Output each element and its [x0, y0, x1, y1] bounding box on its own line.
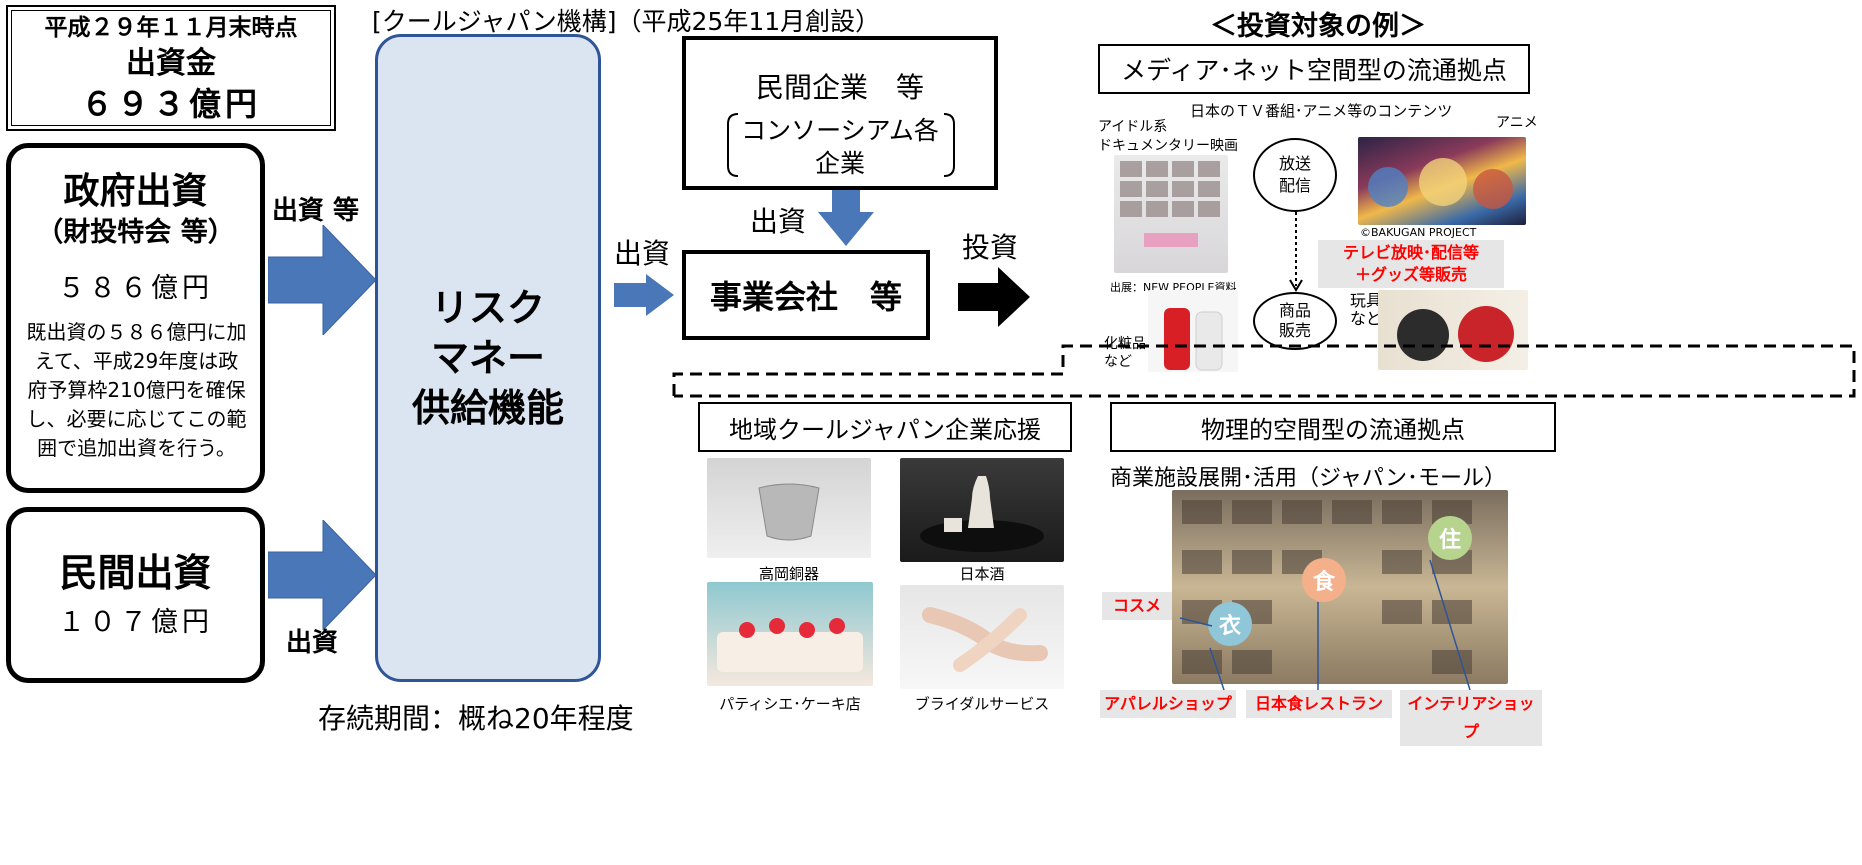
summary-amount: ６９３億円	[80, 85, 261, 123]
partners-title: 民間企業 等	[755, 71, 924, 104]
partners-sub: コンソーシアム各 企業	[741, 116, 939, 178]
food-circle: 食	[1302, 558, 1346, 602]
cjf-risk-money-box: リスク マネー 供給機能	[375, 34, 601, 682]
regional-item-3: パティシエ･ケーキ店	[719, 695, 861, 713]
physical-title: 物理的空間型の流通拠点	[1201, 415, 1465, 444]
takaoka-copper-image	[707, 458, 871, 558]
arrow-government-to-cjf	[268, 225, 377, 335]
idol-label: アイドル系 ドキュメンタリー映画	[1098, 119, 1238, 154]
broadcast-oval: 放送 配信	[1253, 138, 1337, 212]
sale-label: 商品 販売	[1278, 301, 1311, 340]
media-sub: 日本のＴＶ番組･アニメ等のコンテンツ	[1190, 102, 1453, 120]
sale-oval: 商品 販売	[1253, 292, 1337, 350]
anime-image	[1358, 137, 1526, 225]
cjf-header: [クールジャパン機構]（平成25年11月創設）	[372, 7, 881, 36]
media-net-title: メディア･ネット空間型の流通拠点	[1098, 44, 1530, 94]
sake-image	[900, 458, 1064, 562]
invest-label-cjf: 出資	[614, 237, 671, 270]
shop-interior: インテリアショップ	[1400, 690, 1542, 746]
flow-dotted-arrow	[1289, 212, 1303, 292]
anime-label: アニメ	[1496, 115, 1538, 131]
capital-summary-box: 平成２９年１１月末時点 出資金 ６９３億円	[6, 5, 336, 131]
private-title: 民間出資	[59, 551, 212, 595]
private-investment-box: 民間出資 １０７億円	[6, 507, 265, 683]
cosme-label: コスメ	[1102, 592, 1172, 620]
clothes-circle: 衣	[1208, 602, 1252, 646]
government-investment-box: 政府出資 （財投特会 等） ５８６億円 既出資の５８６億円に加えて、平成29年度…	[6, 143, 265, 493]
arrow-investment	[958, 267, 1030, 327]
summary-label: 出資金	[126, 46, 216, 81]
broadcast-label: 放送 配信	[1278, 154, 1311, 195]
home-circle: 住	[1428, 516, 1472, 560]
shop-apparel: アパレルショップ	[1100, 690, 1236, 718]
private-companies-box: 民間企業 等 コンソーシアム各 企業	[682, 36, 998, 190]
regional-item-4: ブライダルサービス	[914, 695, 1050, 713]
arrow-partners-to-operating	[818, 190, 874, 246]
idol-film-poster	[1114, 155, 1228, 273]
dashed-separator	[672, 344, 1856, 398]
regional-item-1: 高岡銅器	[758, 565, 819, 583]
invest-label-private: 出資	[286, 628, 339, 658]
government-title: 政府出資	[63, 171, 208, 212]
toys-label: 玩具 など	[1350, 291, 1383, 328]
private-amount: １０７億円	[58, 607, 213, 638]
regional-item-2: 日本酒	[959, 565, 1005, 583]
government-note: 既出資の５８６億円に加えて、平成29年度は政府予算枠210億円を確保し、必要に応…	[26, 320, 247, 460]
callout-lines	[1179, 559, 1471, 691]
regional-title-box: 地域クールジャパン企業応援	[698, 402, 1072, 452]
invest-etc-label: 出資 等	[272, 196, 360, 226]
operating-company-box: 事業会社 等	[682, 250, 930, 340]
arrow-cjf-to-operating	[614, 274, 674, 316]
summary-date: 平成２９年１１月末時点	[44, 15, 298, 41]
cake-image	[707, 582, 873, 686]
investment-label: 投資	[962, 231, 1019, 264]
cjf-duration: 存続期間：概ね20年程度	[318, 702, 634, 735]
right-bracket	[943, 113, 955, 177]
shop-japanese-restaurant: 日本食レストラン	[1246, 690, 1392, 718]
tv-broadcast-label: テレビ放映･配信等 ＋グッズ等販売	[1318, 240, 1504, 288]
bakugan-credit: ©BAKUGAN PROJECT	[1360, 226, 1477, 239]
bridal-image	[900, 585, 1064, 689]
examples-title: ＜投資対象の例＞	[1210, 11, 1426, 42]
invest-label-partners: 出資	[750, 205, 807, 238]
cosmetics-image	[1148, 290, 1238, 372]
left-bracket	[727, 113, 739, 177]
government-subtitle: （財投特会 等）	[36, 217, 235, 248]
regional-title: 地域クールジャパン企業応援	[729, 415, 1041, 444]
arrow-private-to-cjf	[268, 520, 377, 630]
operating-label: 事業会社 等	[709, 278, 902, 316]
toys-image	[1378, 290, 1528, 370]
government-amount: ５８６億円	[58, 273, 213, 304]
physical-sub: 商業施設展開･活用（ジャパン･モール）	[1110, 466, 1507, 491]
cosmetics-label: 化粧品 など	[1104, 336, 1146, 370]
physical-title-box: 物理的空間型の流通拠点	[1110, 402, 1556, 452]
media-net-title-text: メディア･ネット空間型の流通拠点	[1121, 56, 1507, 85]
cjf-core-label: リスク マネー 供給機能	[411, 286, 564, 430]
